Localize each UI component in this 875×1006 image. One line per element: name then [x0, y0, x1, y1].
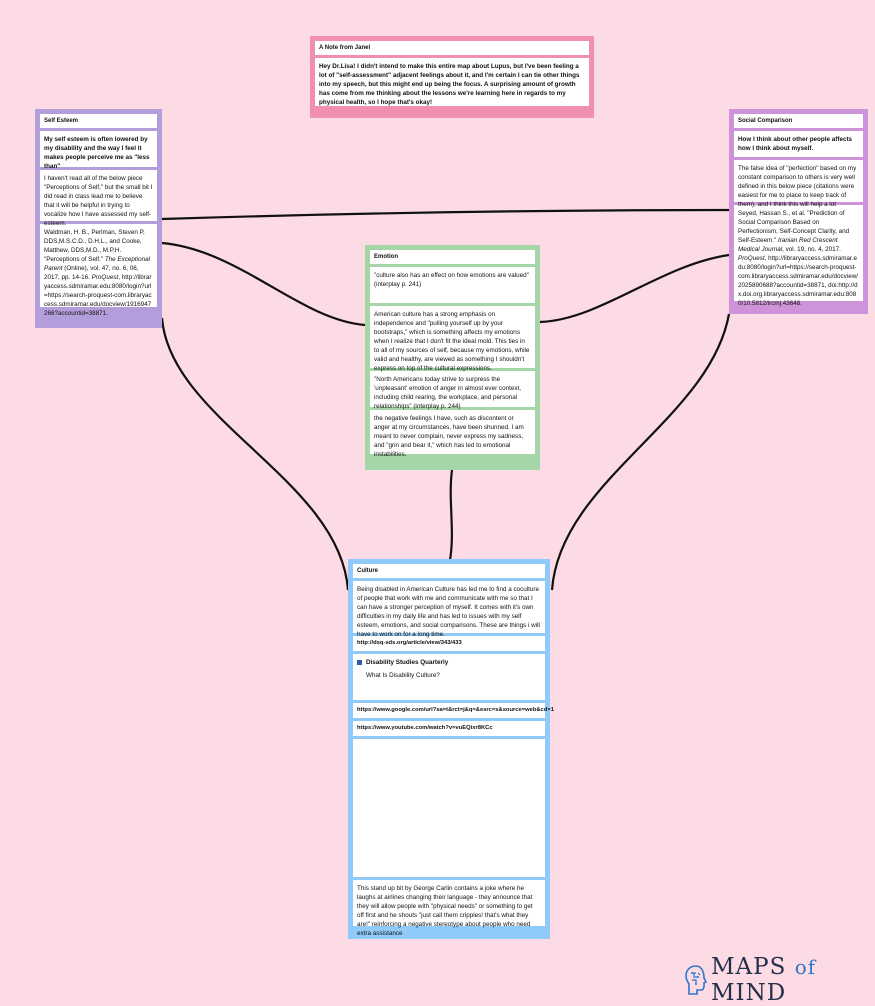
- culture-link-2[interactable]: https://www.google.com/url?sa=t&rct=j&q=…: [353, 703, 554, 718]
- citation-journal: The Exceptional Parent: [44, 256, 150, 272]
- self-esteem-card-2: I haven't read all of the below piece "P…: [40, 170, 157, 227]
- emotion-title: Emotion: [370, 250, 535, 264]
- maps-of-mind-logo: MAPS of MIND: [684, 954, 869, 1006]
- self-esteem-node[interactable]: Self Esteem My self esteem is often lowe…: [35, 109, 162, 328]
- logo-maps: MAPS: [711, 954, 787, 980]
- preview-title-row: Disability Studies Quarterly: [357, 658, 541, 667]
- self-esteem-title: Self Esteem: [40, 114, 157, 128]
- citation-text: Waldman, H. B., Perlman, Steven P, DDS,M…: [44, 229, 145, 263]
- citation-text: (Online), vol. 47, no. 6, 06, 2017, pp. …: [44, 265, 139, 281]
- note-node[interactable]: A Note from Janel Hey Dr.Lisa! I didn't …: [310, 36, 594, 118]
- site-favicon-icon: [357, 660, 362, 665]
- culture-card-last: This stand up bit by George Carlin conta…: [353, 880, 545, 937]
- logo-wordmark: MAPS of MIND: [711, 954, 869, 1006]
- culture-title: Culture: [353, 564, 545, 578]
- culture-link-3[interactable]: https://www.youtube.com/watch?v=vuEQixr8…: [353, 721, 545, 736]
- emotion-card-4: the negative feelings I have, such as di…: [370, 410, 535, 458]
- social-comparison-card-1: How I think about other people affects h…: [734, 131, 863, 157]
- culture-link-1[interactable]: http://dsq-sds.org/article/view/343/433: [353, 636, 545, 651]
- social-comparison-card-2: The false idea of "perfection" based on …: [734, 160, 863, 208]
- link-self-emotion: [161, 241, 366, 327]
- note-text: Hey Dr.Lisa! I didn't intend to make thi…: [315, 58, 589, 106]
- link-emotion-culture: [448, 469, 454, 561]
- emotion-card-2: American culture has a strong emphasis o…: [370, 306, 535, 372]
- link-social-emotion: [539, 253, 730, 324]
- link-self-culture: [160, 317, 350, 591]
- citation-text: , vol. 19, no. 4, 2017.: [782, 246, 841, 253]
- citation-text: Seyed, Hassan S., et al. "Prediction of …: [738, 210, 850, 244]
- citation-database: ProQuest: [738, 255, 765, 262]
- logo-mind: MIND: [711, 980, 787, 1006]
- logo-of: of: [794, 955, 817, 979]
- video-embed[interactable]: [353, 739, 545, 877]
- emotion-node[interactable]: Emotion "culture also has an effect on h…: [365, 245, 540, 470]
- citation-text: , http://libraryaccess.sdmiramar.edu:808…: [738, 255, 859, 307]
- preview-title: Disability Studies Quarterly: [366, 659, 449, 666]
- citation-database: ProQuest: [91, 274, 119, 281]
- social-comparison-node[interactable]: Social Comparison How I think about othe…: [729, 109, 868, 314]
- note-title: A Note from Janel: [315, 41, 589, 55]
- citation-text: , http://libraryaccess.sdmiramar.edu:808…: [44, 274, 152, 317]
- culture-card-1: Being disabled in American Culture has l…: [353, 581, 545, 638]
- preview-description: What Is Disability Culture?: [366, 672, 440, 679]
- link-social-culture: [550, 313, 731, 591]
- emotion-card-3: "North Americans today strive to surpres…: [370, 371, 535, 410]
- emotion-card-1: "culture also has an effect on how emoti…: [370, 267, 535, 303]
- self-esteem-card-1: My self esteem is often lowered by my di…: [40, 131, 157, 170]
- link-preview[interactable]: Disability Studies Quarterly What Is Dis…: [353, 654, 545, 700]
- social-comparison-title: Social Comparison: [734, 114, 863, 128]
- citation-journal: Iranian Red Crescent Medical Journal: [738, 237, 838, 253]
- social-comparison-citation: Seyed, Hassan S., et al. "Prediction of …: [734, 205, 863, 307]
- self-esteem-citation: Waldman, H. B., Perlman, Steven P, DDS,M…: [40, 224, 157, 317]
- link-self-social: [161, 208, 730, 221]
- brain-head-icon: [685, 965, 708, 995]
- culture-node[interactable]: Culture Being disabled in American Cultu…: [348, 559, 554, 939]
